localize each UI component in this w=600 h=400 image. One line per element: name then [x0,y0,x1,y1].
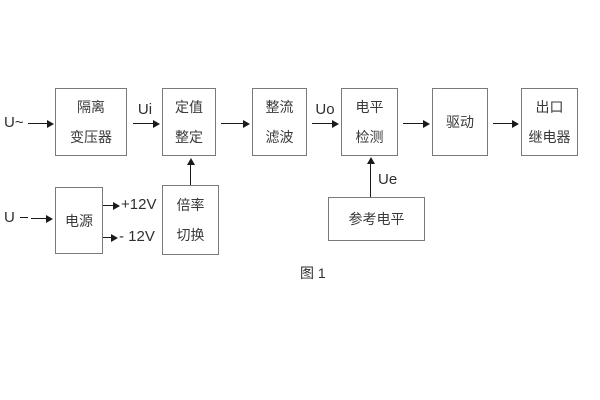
block-text: 滤波 [265,129,294,145]
arrow-rail-pos [103,201,120,210]
dc-dash-segment [20,217,28,219]
figure-caption: 图 1 [300,265,326,281]
block-reference-level: 参考电平 [328,197,425,241]
label-dc-input: U [4,209,15,226]
arrow-dc-to-power [31,214,53,223]
block-text: 出口 [535,99,564,115]
block-power-supply: 电源 [55,187,103,254]
arrow-rail-neg [103,233,118,242]
block-output-relay: 出口 继电器 [521,88,578,156]
arrow-ratio-to-setting [186,158,195,185]
block-ratio-switch: 倍率 切换 [162,185,219,255]
block-driver: 驱动 [432,88,488,156]
block-level-detection: 电平 检测 [341,88,398,156]
block-text: 参考电平 [348,211,405,227]
block-text: 驱动 [446,114,474,130]
label-rail-pos: +12V [121,196,157,213]
label-signal-ue: Ue [378,171,398,188]
label-rail-neg: - 12V [119,228,155,245]
arrow-ui [133,119,160,128]
arrow-uo [312,119,339,128]
block-text: 电平 [355,99,384,115]
block-text: 整流 [265,99,294,115]
block-value-setting: 定值 整定 [162,88,216,156]
label-signal-ui: Ui [137,101,153,118]
arrow-ac-to-transformer [28,119,54,128]
label-signal-uo: Uo [315,101,335,118]
block-isolation-transformer: 隔离 变压器 [55,88,127,156]
block-text: 检测 [355,129,384,145]
block-text: 电源 [65,212,93,229]
block-text: 变压器 [70,129,112,145]
block-text: 继电器 [528,129,571,145]
block-text: 切换 [176,227,205,243]
arrow-ue [366,157,375,197]
arrow-driver-to-relay [493,119,519,128]
block-text: 定值 [175,99,203,115]
block-text: 整定 [175,129,203,145]
arrow-detection-to-driver [403,119,430,128]
block-rectifier-filter: 整流 滤波 [252,88,307,156]
label-ac-input: U~ [4,114,24,131]
block-text: 隔离 [77,99,105,115]
block-text: 倍率 [176,197,205,213]
arrow-setting-to-rectifier [221,119,250,128]
